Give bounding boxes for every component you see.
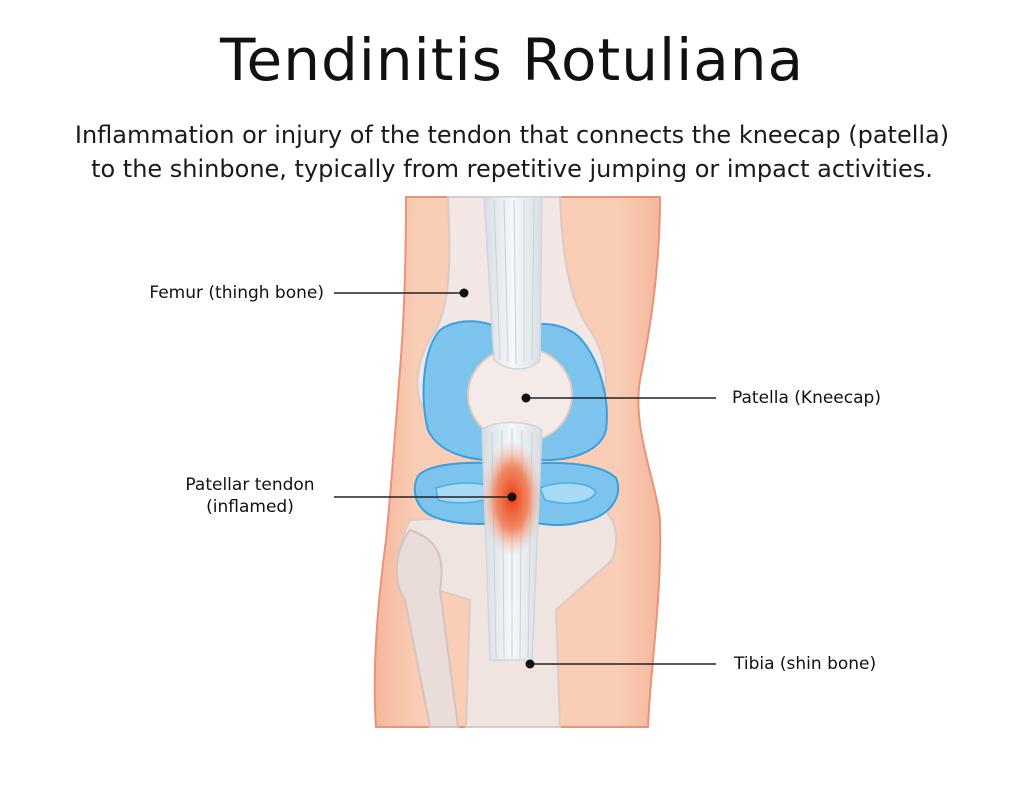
leader-lines [334,292,716,665]
tendon-dot [507,492,517,502]
femur-label: Femur (thingh bone) [149,283,324,303]
quadriceps-tendon-fibers [493,199,535,365]
tendon-label: Patellar tendon (inflamed) [170,474,330,518]
subtitle-line-2: to the shinbone, typically from repetiti… [91,155,933,183]
subtitle: Inflammation or injury of the tendon tha… [0,118,1024,186]
page-title: Tendinitis Rotuliana [219,26,805,94]
tendon-label-line-2: (inflamed) [206,497,294,517]
tendon-label-line-1: Patellar tendon [185,475,315,495]
subtitle-line-1: Inflammation or injury of the tendon tha… [74,121,950,149]
meniscus-inner-right [539,482,597,505]
patella-label: Patella (Kneecap) [732,388,881,408]
tibia-dot [525,659,535,669]
patella-dot [521,393,531,403]
fibula-bone [395,528,460,728]
femur-dot [459,288,469,298]
tibia-label: Tibia (shin bone) [734,654,877,674]
leader-dots [459,288,535,669]
